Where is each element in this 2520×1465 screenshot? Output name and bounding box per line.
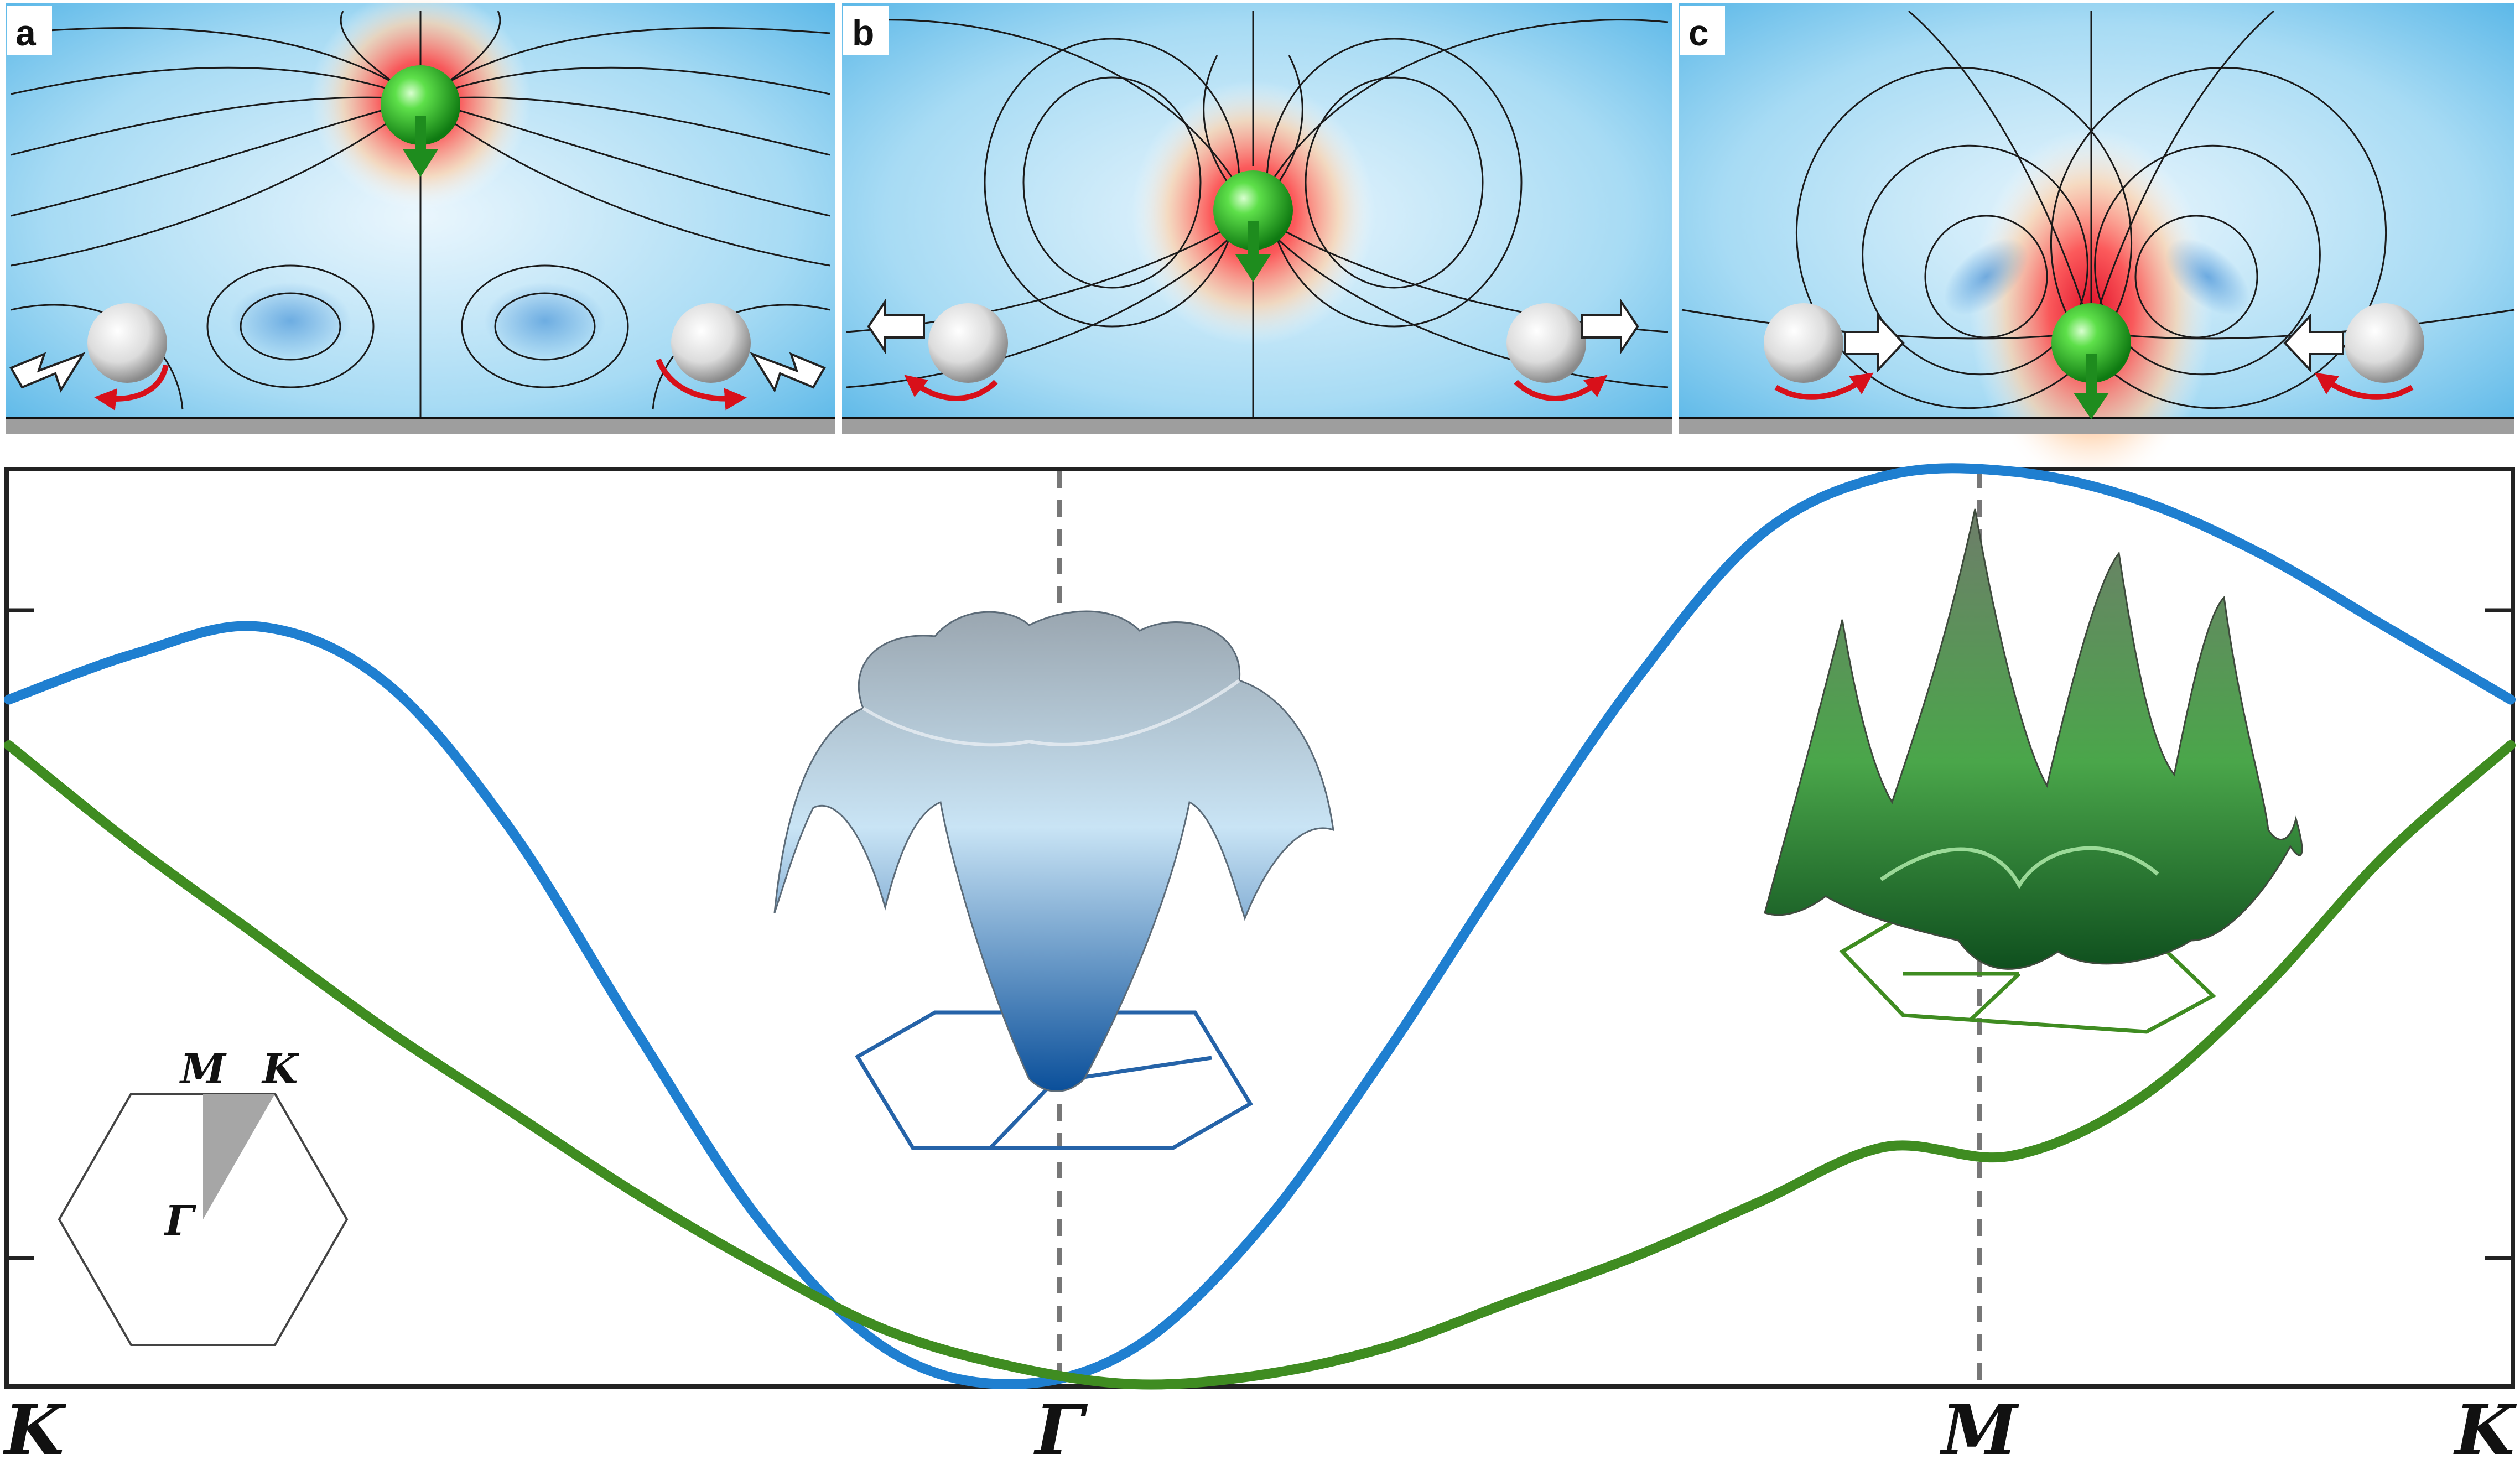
panel-c-arrow-right-icon <box>2283 313 2344 373</box>
bz-irreducible-wedge <box>203 1094 275 1219</box>
panel-b-rotation-right-icon <box>1514 375 1608 401</box>
panel-a-vortex-left <box>230 282 351 360</box>
panel-a-substrate <box>6 418 835 434</box>
panel-a-arrow-right-icon <box>750 352 826 393</box>
x-tick-labels: K Γ M K <box>3 1390 2517 1465</box>
y-ticks <box>7 608 2513 1260</box>
panel-c-rotation-right-icon <box>2314 372 2414 400</box>
x-tick-label-m: M <box>1939 1390 2019 1465</box>
m-surface-inset <box>1764 508 2303 1034</box>
panel-a-green-particle <box>381 65 460 145</box>
panel-b: b <box>842 3 1672 434</box>
panel-b-particle-right <box>1506 303 1586 383</box>
bz-gamma-label: Γ <box>164 1197 196 1245</box>
panel-c-vortex-left <box>1944 238 2029 315</box>
panel-c-substrate <box>1679 418 2514 434</box>
blue-band-curve <box>4 463 2516 1390</box>
panel-c-letter: c <box>1688 12 1709 53</box>
panel-b-letter-box <box>843 6 889 55</box>
panel-b-arrow-left-icon <box>867 298 925 355</box>
panel-b-letter: b <box>852 12 874 53</box>
bz-m-label: M <box>179 1046 227 1093</box>
panel-a-letter-box <box>7 6 52 55</box>
brillouin-zone-inset: Γ M K <box>58 1046 349 1346</box>
panel-b-particle-left <box>928 303 1008 383</box>
panel-b-rotation-left-icon <box>904 375 998 401</box>
panel-b-arrow-right-icon <box>1581 298 1639 355</box>
panel-c: c <box>1679 3 2515 492</box>
panel-c-vortex-right <box>2165 238 2250 315</box>
panel-a-rotation-right-icon <box>656 359 747 411</box>
panel-c-letter-box <box>1680 6 1725 55</box>
band-diagram: Γ M K <box>4 463 2516 1390</box>
panel-a: a <box>6 0 835 434</box>
x-tick-label-k-left: K <box>3 1390 66 1465</box>
panel-c-particle-right <box>2345 303 2424 383</box>
panel-a-streamlines <box>11 11 830 420</box>
panel-a-letter: a <box>15 12 37 53</box>
panel-a-particle-left <box>87 303 167 383</box>
panel-a-particle-right <box>671 303 751 383</box>
panel-c-particle-left <box>1764 303 1843 383</box>
panel-a-arrow-left-icon <box>9 352 86 393</box>
bz-hexagon <box>58 1093 349 1346</box>
x-tick-label-k-right: K <box>2453 1390 2517 1465</box>
panel-c-rotation-left-icon <box>1774 372 1874 400</box>
m-surface <box>1764 508 2303 970</box>
gamma-surface-inset <box>773 610 1334 1150</box>
gamma-hexagon <box>855 1010 1253 1150</box>
panel-c-arrow-left-icon <box>1844 313 1905 373</box>
panel-a-down-arrow-icon <box>403 149 438 177</box>
panel-b-down-arrow-icon <box>1235 254 1271 282</box>
panel-c-down-arrow-icon <box>2074 393 2109 419</box>
green-band-curve <box>4 740 2516 1390</box>
x-tick-label-gamma: Γ <box>1033 1390 1088 1465</box>
bz-k-label: K <box>261 1046 299 1093</box>
panel-b-substrate <box>842 418 1672 434</box>
panel-b-green-particle <box>1213 170 1293 250</box>
panel-a-vortex-right <box>484 282 606 360</box>
panel-a-rotation-left-icon <box>94 364 169 411</box>
panel-c-green-particle <box>2051 303 2131 383</box>
